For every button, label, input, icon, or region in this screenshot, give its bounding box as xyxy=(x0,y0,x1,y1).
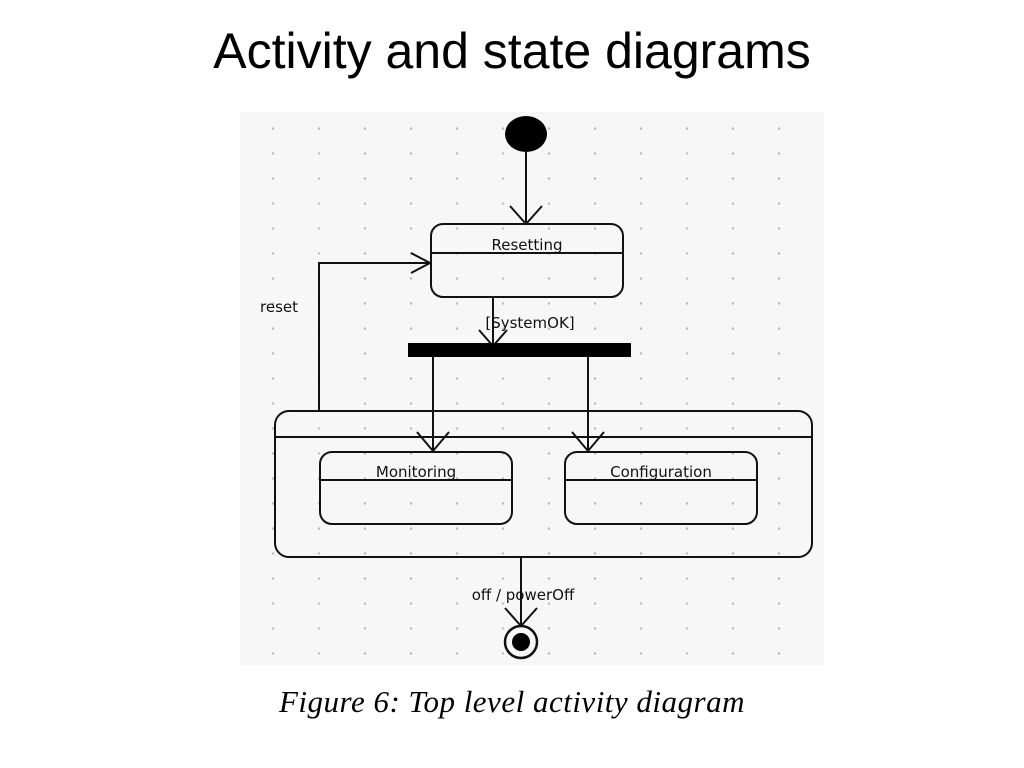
activity-diagram: Resetting Monitoring Configuration [Syst… xyxy=(240,112,824,665)
final-node-ring xyxy=(503,624,539,660)
state-configuration-label: Configuration xyxy=(610,463,712,481)
state-resetting xyxy=(430,223,624,298)
reset-transition-label: reset xyxy=(260,298,298,316)
initial-node xyxy=(505,116,547,152)
reset-transition-line xyxy=(318,262,429,411)
state-configuration xyxy=(564,451,758,525)
final-node-core xyxy=(512,633,530,651)
state-monitoring xyxy=(319,451,513,525)
slide-title: Activity and state diagrams xyxy=(213,23,811,79)
state-resetting-label: Resetting xyxy=(492,236,563,254)
arrowhead xyxy=(410,252,433,274)
off-transition-label: off / powerOff xyxy=(472,586,575,604)
system-ok-guard-label: [SystemOK] xyxy=(485,314,574,332)
composite-state xyxy=(274,410,813,558)
diagram-canvas: Resetting Monitoring Configuration [Syst… xyxy=(260,116,813,660)
fork-bar xyxy=(408,343,631,357)
state-monitoring-label: Monitoring xyxy=(376,463,456,481)
figure-caption: Figure 6: Top level activity diagram xyxy=(279,684,745,719)
